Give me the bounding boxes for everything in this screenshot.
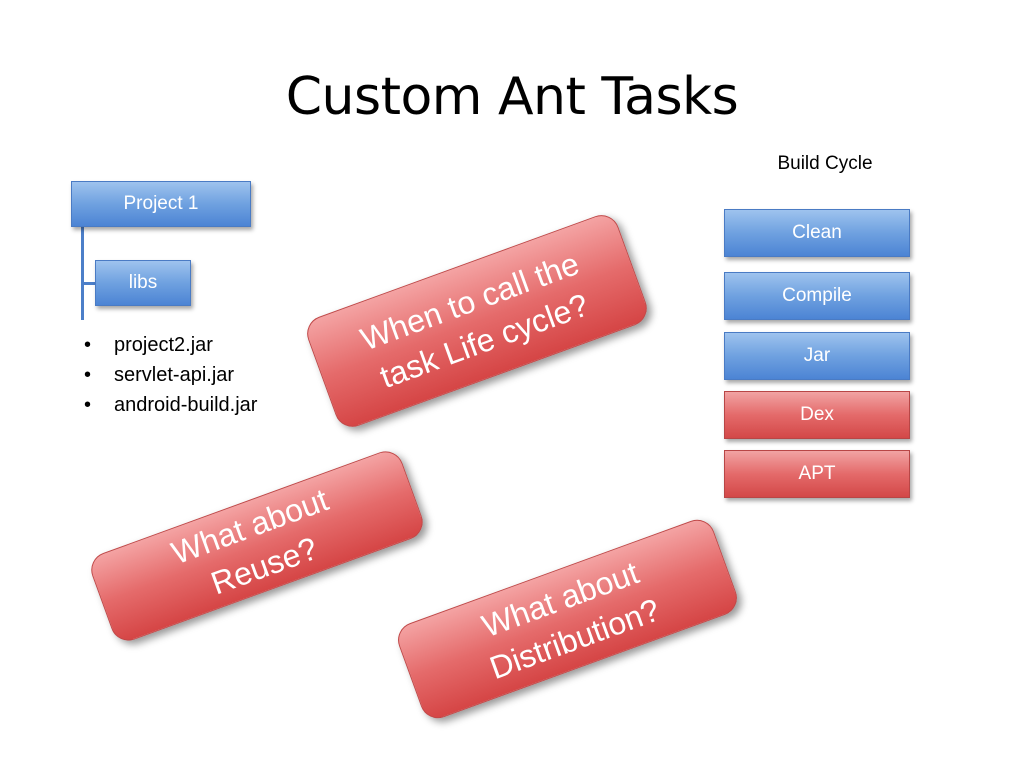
libs-box: libs bbox=[95, 260, 191, 306]
build-step-dex: Dex bbox=[724, 391, 910, 439]
build-step-apt: APT bbox=[724, 450, 910, 498]
jar-name: android-build.jar bbox=[114, 394, 258, 416]
list-item: • project2.jar bbox=[84, 330, 257, 360]
bullet-icon: • bbox=[84, 334, 92, 356]
build-step-label: APT bbox=[798, 463, 836, 484]
list-item: • android-build.jar bbox=[84, 390, 257, 420]
bullet-icon: • bbox=[84, 394, 92, 416]
callout-reuse: What about Reuse? bbox=[86, 446, 428, 646]
build-step-label: Dex bbox=[800, 404, 834, 425]
libs-label: libs bbox=[128, 272, 158, 293]
jar-name: project2.jar bbox=[114, 334, 213, 356]
slide-title: Custom Ant Tasks bbox=[285, 67, 739, 127]
callout-reuse-text: What about Reuse? bbox=[166, 481, 333, 602]
build-cycle-label: Build Cycle bbox=[777, 153, 873, 174]
project-1-label: Project 1 bbox=[123, 193, 199, 214]
build-step-jar: Jar bbox=[724, 332, 910, 380]
build-step-label: Clean bbox=[792, 222, 842, 243]
callout-distribution: What about Distribution? bbox=[393, 514, 742, 724]
build-step-clean: Clean bbox=[724, 209, 910, 257]
callout-lifecycle: When to call the task Life cycle? bbox=[302, 210, 652, 432]
project-1-box: Project 1 bbox=[71, 181, 251, 227]
build-step-compile: Compile bbox=[724, 272, 910, 320]
jar-list: • project2.jar • servlet-api.jar • andro… bbox=[84, 330, 257, 420]
bullet-icon: • bbox=[84, 364, 92, 386]
build-step-label: Compile bbox=[782, 285, 852, 306]
list-item: • servlet-api.jar bbox=[84, 360, 257, 390]
tree-connector-vertical bbox=[81, 226, 84, 320]
tree-connector-horizontal bbox=[81, 282, 95, 285]
callout-distribution-text: What about Distribution? bbox=[477, 554, 665, 687]
build-step-label: Jar bbox=[803, 345, 831, 366]
callout-lifecycle-text: When to call the task Life cycle? bbox=[355, 245, 594, 396]
jar-name: servlet-api.jar bbox=[114, 364, 235, 386]
